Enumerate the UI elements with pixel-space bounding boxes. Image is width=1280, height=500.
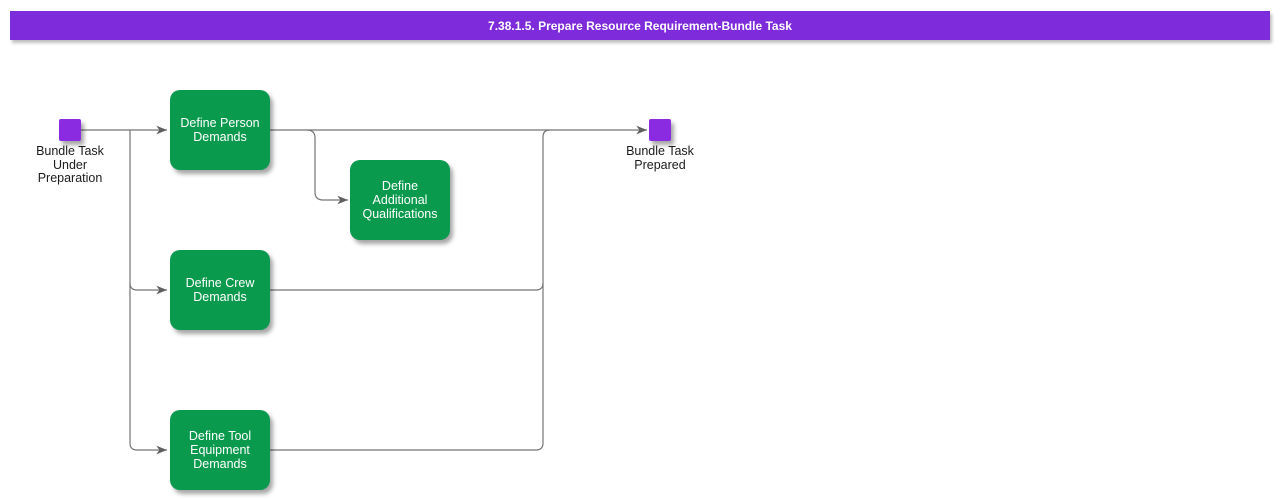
activity-label: Define Person Demands xyxy=(180,116,260,144)
start-node[interactable] xyxy=(59,119,81,141)
start-node-label: Bundle Task Under Preparation xyxy=(36,144,104,185)
activity-label: Define Additional Qualifications xyxy=(362,179,438,221)
end-node[interactable] xyxy=(649,119,671,141)
edge-define-crew-demands-to-collector xyxy=(270,282,544,291)
activity-define-person-demands[interactable]: Define Person Demands xyxy=(170,90,270,170)
activity-define-tool-equipment-demands[interactable]: Define Tool Equipment Demands xyxy=(170,410,270,490)
activity-define-additional-qualifications[interactable]: Define Additional Qualifications xyxy=(350,160,450,240)
edge-branch-to-define-additional-qualifications xyxy=(306,129,349,205)
activity-label: Define Crew Demands xyxy=(185,276,255,304)
activity-define-crew-demands[interactable]: Define Crew Demands xyxy=(170,250,270,330)
activity-label: Define Tool Equipment Demands xyxy=(188,429,252,471)
edge-start-to-define-crew-demands xyxy=(129,282,167,295)
diagram-title-bar: 7.38.1.5. Prepare Resource Requirement-B… xyxy=(10,11,1270,40)
end-node-label: Bundle Task Prepared xyxy=(626,144,694,172)
page-title: 7.38.1.5. Prepare Resource Requirement-B… xyxy=(488,18,792,33)
edge-start-to-define-tool-equipment-demands xyxy=(129,130,167,455)
